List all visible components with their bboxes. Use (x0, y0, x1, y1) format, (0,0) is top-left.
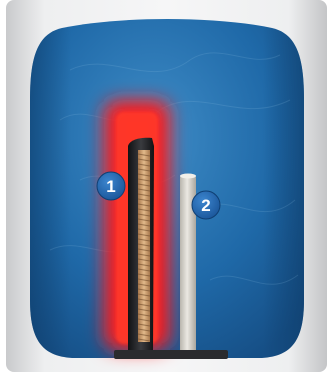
element-flange (114, 350, 228, 359)
callout-label-2: 2 (201, 196, 210, 215)
callout-badge-2: 2 (192, 191, 220, 219)
callout-label-1: 1 (106, 177, 115, 196)
heating-element (128, 138, 154, 352)
callout-badge-1: 1 (97, 172, 125, 200)
